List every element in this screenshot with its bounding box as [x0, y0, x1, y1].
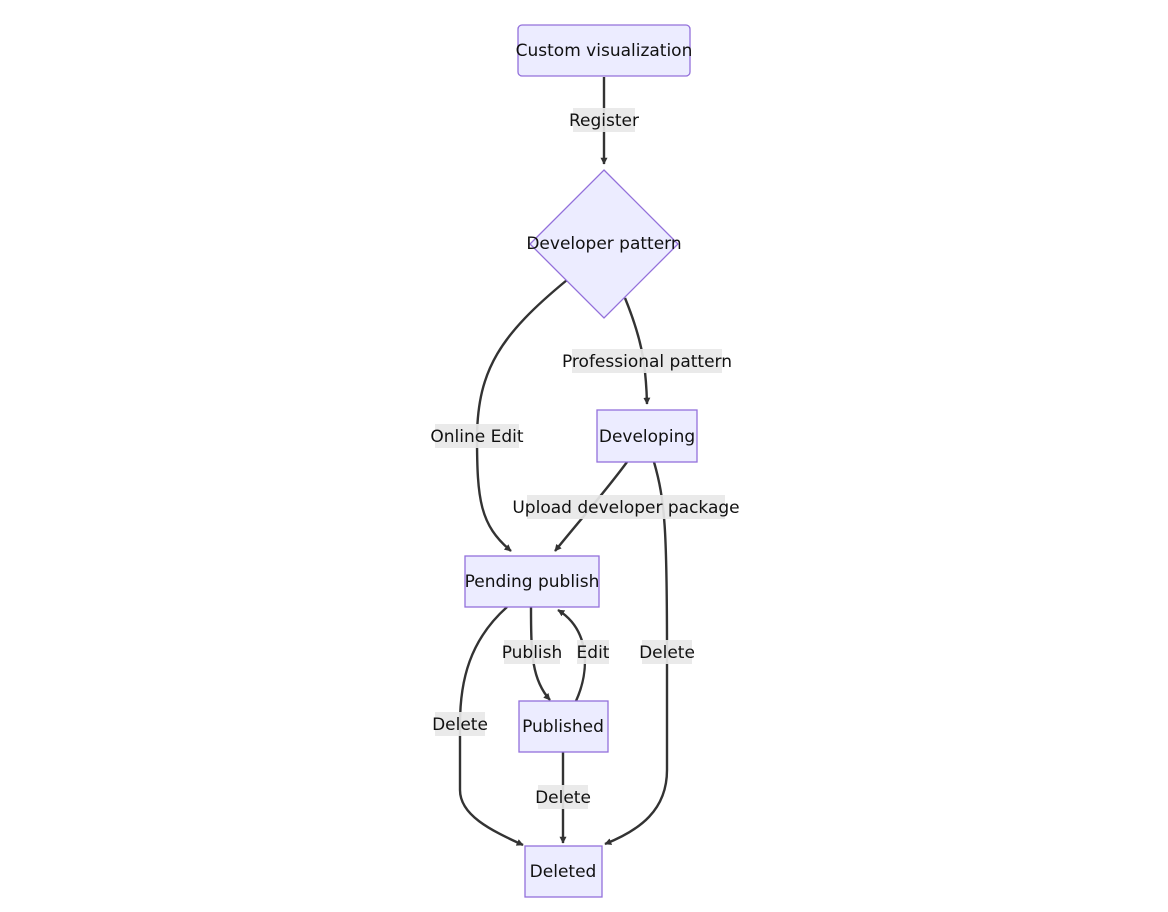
node-published[interactable]: Published [518, 700, 609, 753]
node-developing-label: Developing [599, 427, 695, 447]
edge-label-professional-pattern: Professional pattern [562, 349, 732, 373]
svg-text:Delete: Delete [639, 643, 695, 663]
node-custom-visualization[interactable]: Custom visualization [516, 24, 693, 77]
node-custom-visualization-label: Custom visualization [516, 41, 693, 61]
nodes: Custom visualization Developer pattern D… [464, 24, 698, 898]
node-deleted-label: Deleted [530, 862, 597, 882]
edge-labels: Register Professional pattern Online Edi… [430, 108, 740, 809]
svg-text:Delete: Delete [432, 715, 488, 735]
node-pending-publish[interactable]: Pending publish [464, 555, 600, 608]
svg-text:Upload developer package: Upload developer package [512, 498, 739, 518]
svg-text:Edit: Edit [577, 643, 610, 663]
svg-text:Publish: Publish [502, 643, 563, 663]
node-pending-publish-label: Pending publish [465, 572, 600, 592]
node-deleted[interactable]: Deleted [524, 845, 603, 898]
svg-text:Delete: Delete [535, 788, 591, 808]
node-developing[interactable]: Developing [596, 409, 698, 463]
node-developer-pattern-label: Developer pattern [526, 234, 681, 254]
edge-label-register: Register [569, 108, 639, 132]
node-developer-pattern[interactable]: Developer pattern [526, 169, 682, 319]
edge-label-delete-from-pending: Delete [432, 712, 488, 736]
node-published-label: Published [522, 717, 604, 737]
svg-text:Register: Register [569, 111, 639, 131]
edge-label-delete-from-published: Delete [535, 785, 591, 809]
edge-label-publish: Publish [502, 640, 563, 664]
svg-text:Online Edit: Online Edit [430, 427, 523, 447]
svg-text:Professional pattern: Professional pattern [562, 352, 732, 372]
edge-label-edit: Edit [577, 640, 610, 664]
edge-label-online-edit: Online Edit [430, 424, 524, 448]
edge-label-delete-from-developing: Delete [639, 640, 695, 664]
edge-label-upload-developer-package: Upload developer package [512, 495, 740, 519]
edge-professional-pattern [623, 297, 651, 405]
